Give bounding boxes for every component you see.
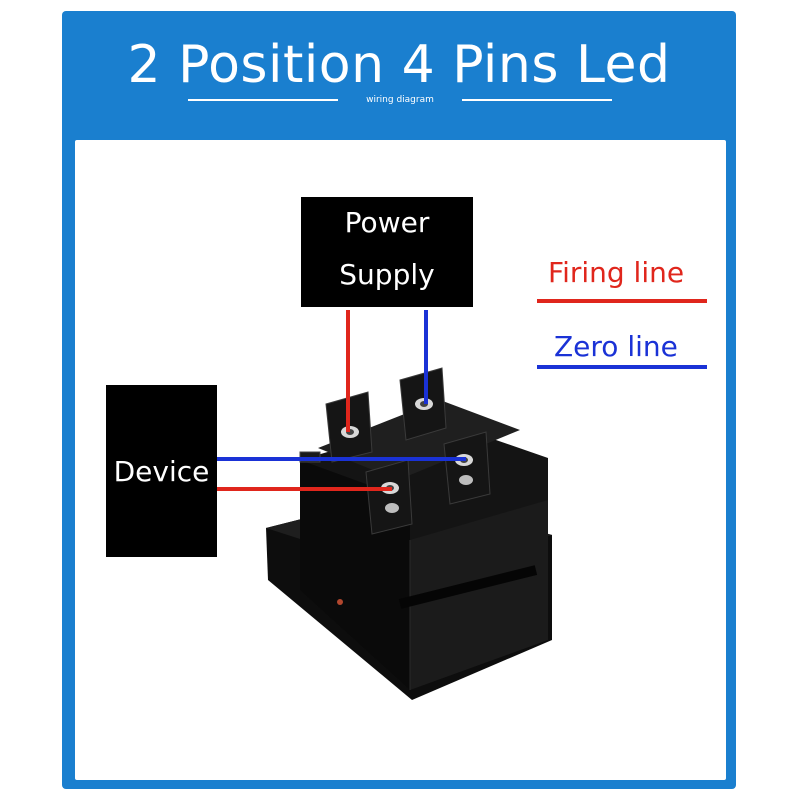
terminal-top-right (399, 367, 447, 441)
terminal-bottom-left (365, 459, 413, 535)
terminal-bottom-right (443, 431, 491, 505)
switch-body-front (410, 500, 548, 690)
power-supply-line2: Supply (339, 258, 435, 291)
led-indicator-dot (337, 599, 343, 605)
power-supply-line1: Power (344, 206, 430, 239)
device-label: Device (113, 454, 210, 488)
firing-line-label: Firing line (548, 256, 685, 289)
zero-line-swatch (537, 365, 707, 369)
zero-line-label: Zero line (554, 330, 678, 363)
page-title: 2 Position 4 Pins Led (127, 35, 671, 95)
subtitle-rule-left (188, 99, 338, 101)
subtitle-rule-right (462, 99, 612, 101)
subtitle: wiring diagram (366, 95, 434, 105)
firing-line-swatch (537, 299, 707, 303)
power-supply-box: Power Supply (301, 197, 473, 307)
device-box: Device (106, 385, 217, 557)
